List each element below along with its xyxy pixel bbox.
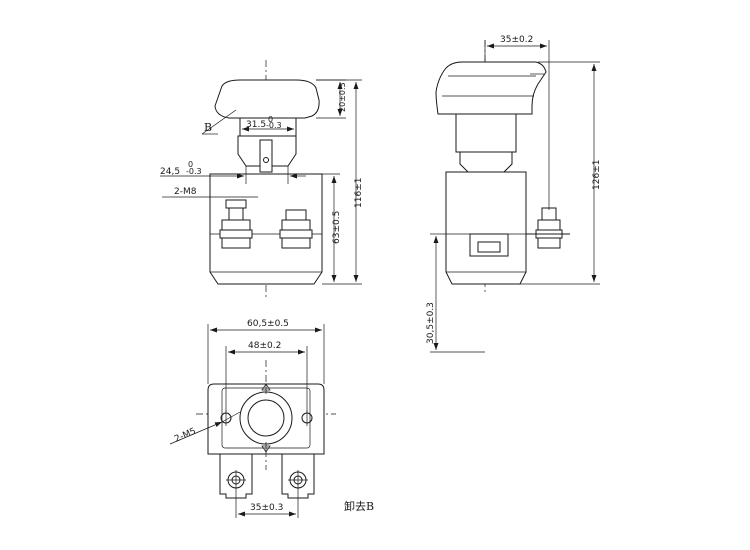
b-label: B: [204, 121, 212, 134]
side-collar: [459, 151, 513, 173]
side-neck: [455, 113, 517, 153]
dim-terminal-spacing: 35±0.3: [250, 503, 283, 513]
front-terminal-right: [279, 209, 313, 249]
dim-top-offset: 35±0.2: [500, 35, 533, 45]
dim-neck-tol-bottom: -0.3: [266, 121, 282, 130]
front-view: B 20±0.3 31.5 0 -0.3 24,5 0 -0.3 2-M8 63…: [160, 60, 364, 300]
dim-knob-height: 20±0.3: [338, 82, 347, 112]
dim-base-offset: 30,5±0.3: [426, 302, 436, 344]
front-terminal-left: [219, 199, 253, 249]
dim-hole-spacing: 48±0.2: [248, 341, 281, 351]
dim-outer-width: 60,5±0.5: [247, 319, 289, 329]
side-body: [445, 171, 527, 285]
bottom-terminal-right: [281, 453, 315, 499]
bottom-central-bore: [247, 399, 285, 437]
b-leader-line: [201, 109, 237, 135]
caption: 卸去B: [344, 499, 374, 513]
dim-shaft-tol-top: 0: [188, 160, 193, 169]
dim-mount-holes: 2-M5: [173, 426, 198, 444]
dim-shaft-tol-bottom: -0.3: [186, 167, 202, 176]
side-view: 35±0.2 126±1 30,5±0.3: [426, 35, 602, 353]
bottom-terminal-left: [219, 453, 253, 499]
dim-neck-tol-top: 0: [268, 115, 273, 124]
side-knob: [435, 61, 547, 115]
dim-shaft-width: 24,5: [160, 167, 180, 177]
m5-leader-line: [169, 421, 223, 445]
front-shaft-window: [259, 139, 273, 173]
front-shaft-pin: [263, 157, 269, 163]
dim-total-height-front: 116±1: [354, 178, 364, 208]
bottom-view: 60,5±0.5 48±0.2 2-M5 35±0.3: [169, 319, 336, 518]
front-knob: [214, 79, 320, 119]
dim-body-height: 63±0.5: [332, 211, 342, 244]
side-terminal: [526, 207, 570, 249]
dim-neck-width: 31.5: [246, 120, 266, 130]
dim-total-height-side: 126±1: [592, 160, 602, 190]
dim-terminal-thread: 2-M8: [174, 187, 197, 197]
